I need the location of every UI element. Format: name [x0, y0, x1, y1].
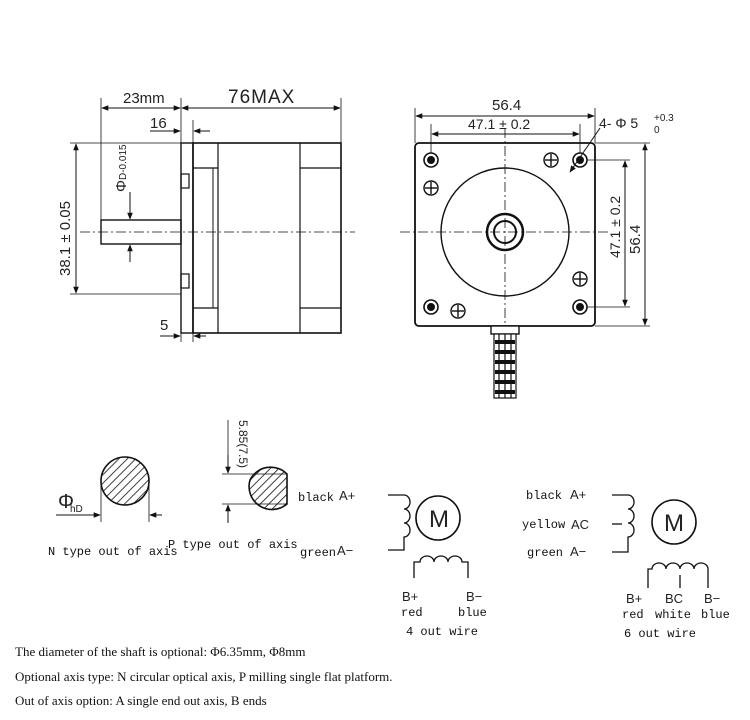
wire4-b-minus-color: blue — [458, 606, 487, 620]
motor-4-letter: M — [429, 506, 449, 533]
note-shaft-diameter: The diameter of the shaft is optional: Φ… — [15, 644, 306, 659]
wiring-6 — [612, 494, 709, 588]
motor-6-symbol — [651, 499, 697, 545]
wire6-ac-color: yellow — [522, 518, 566, 532]
n-diameter-sub: hD — [70, 504, 83, 515]
dim-plate-width: 56.4 — [492, 97, 521, 114]
coil-b-6 — [647, 562, 709, 588]
front-view-labels: 56.4 47.1 ± 0.2 4- Φ 5 +0.3 0 47.1 ± 0.2… — [468, 97, 674, 258]
dim-boss-diameter: 38.1 ± 0.05 — [57, 201, 74, 276]
wire4-caption: 4 out wire — [406, 625, 478, 639]
wiring-4 — [388, 494, 469, 578]
n-shaft-section — [100, 456, 150, 506]
wire6-b-minus: B− — [704, 591, 720, 606]
wire4-a-minus-color: green — [300, 546, 336, 560]
front-view — [400, 108, 650, 399]
wire6-bc: BC — [665, 591, 683, 606]
wire4-a-minus: A− — [337, 543, 353, 558]
dim-flange-thickness: 16 — [150, 115, 167, 132]
motor-6-letter: M — [664, 510, 684, 537]
wire4-b-minus: B− — [466, 589, 482, 604]
wire4-a-plus-color: black — [298, 491, 334, 505]
wire6-caption: 6 out wire — [624, 627, 696, 641]
p-shaft-section — [248, 466, 288, 511]
dim-body-length: 76MAX — [228, 87, 295, 108]
dim-shaft-tolerance: D-0.015 — [118, 144, 129, 180]
n-type-label: N type out of axis — [48, 545, 178, 559]
shaft-type-n — [56, 456, 162, 522]
dim-shaft-length: 23mm — [123, 90, 165, 107]
wire4-a-plus: A+ — [339, 488, 355, 503]
wire4-b-plus: B+ — [402, 589, 418, 604]
flange — [180, 142, 194, 334]
note-axis-type: Optional axis type: N circular optical a… — [15, 669, 393, 684]
hole-tolerance-lower: 0 — [654, 125, 660, 136]
coil-a-4 — [388, 494, 411, 551]
motor-4-symbol — [415, 495, 461, 541]
dim-step: 5 — [160, 317, 168, 334]
motor-body — [192, 142, 342, 334]
dim-plate-height: 56.4 — [627, 225, 644, 254]
shaft-type-p — [222, 420, 288, 523]
wire6-a-minus: A− — [570, 544, 586, 559]
coil-b-4 — [413, 555, 469, 578]
hole-tolerance-upper: +0.3 — [654, 113, 674, 124]
dim-hole-spacing-vertical: 47.1 ± 0.2 — [607, 196, 623, 258]
hole-spec: 4- Φ 5 — [599, 115, 638, 131]
wire6-b-minus-color: blue — [701, 608, 730, 622]
wire6-a-plus: A+ — [570, 487, 586, 502]
dim-hole-spacing: 47.1 ± 0.2 — [468, 116, 530, 132]
side-view — [70, 98, 355, 342]
n-diameter-symbol: Φ — [58, 491, 74, 513]
p-type-label: P type out of axis — [168, 538, 298, 552]
wire6-a-minus-color: green — [527, 546, 563, 560]
wire6-bc-color: white — [655, 608, 691, 622]
p-flat-dimension: 5.85(7.5) — [236, 420, 250, 468]
wire6-a-plus-color: black — [526, 489, 562, 503]
wire4-b-plus-color: red — [401, 606, 423, 620]
wire6-b-plus-color: red — [622, 608, 644, 622]
dim-shaft-symbol: Φ — [113, 180, 130, 192]
side-view-labels: 23mm 76MAX 16 5 38.1 ± 0.05 Φ D-0.015 — [57, 87, 295, 334]
wire6-ac: AC — [571, 517, 589, 532]
coil-a-6 — [612, 494, 635, 553]
mount-hole-bl — [423, 299, 439, 315]
wire6-b-plus: B+ — [626, 591, 642, 606]
note-axis-option: Out of axis option: A single end out axi… — [15, 693, 267, 708]
